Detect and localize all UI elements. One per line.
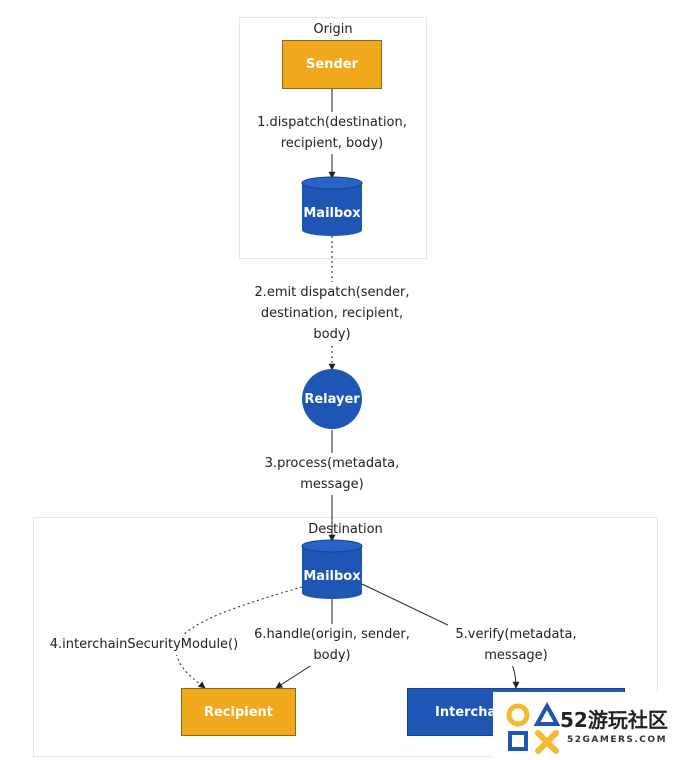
edge-label-line: 2.emit dispatch(sender, (254, 285, 410, 300)
ism-node-label: Interchain (435, 704, 510, 720)
watermark-logo-icon (506, 701, 561, 754)
watermark (493, 692, 683, 760)
edge-label-verify: 5.verify(metadata, message) (448, 624, 584, 666)
edge-ism-query (175, 586, 303, 689)
edge-label-line: 1.dispatch(destination, (257, 115, 407, 130)
edge-label-line: 3.process(metadata, (264, 456, 400, 471)
edge-label-line: message) (300, 477, 364, 492)
edge-label-line: destination, recipient, (260, 306, 404, 321)
watermark-url: 52GAMERS.COM (567, 735, 668, 745)
edge-label-line: message) (484, 648, 548, 663)
edge-label-process: 3.process(metadata, message) (260, 453, 404, 495)
edge-label-line: 5.verify(metadata, (455, 627, 577, 642)
edge-label-line: body) (313, 327, 351, 342)
origin-mailbox-cylinder (301, 176, 363, 236)
edge-label-handle: 6.handle(origin, sender, body) (251, 624, 413, 666)
edge-label-line: recipient, body) (280, 136, 384, 151)
edge-label-line: 4.interchainSecurityModule() (49, 637, 239, 652)
destination-mailbox-label: Mailbox (303, 568, 361, 584)
relayer-node: Relayer (302, 369, 362, 429)
destination-cluster-title: Destination (308, 522, 383, 537)
edge-label-line: 6.handle(origin, sender, (254, 627, 410, 642)
origin-cluster-title: Origin (313, 22, 353, 37)
sender-node: Sender (282, 40, 382, 89)
edge-label-emit: 2.emit dispatch(sender, destination, rec… (251, 282, 413, 345)
origin-mailbox-label: Mailbox (303, 205, 361, 221)
recipient-node: Recipient (181, 688, 296, 736)
watermark-brand: 52游玩社区 (560, 708, 668, 732)
edge-label-dispatch: 1.dispatch(destination, recipient, body) (253, 112, 411, 154)
destination-mailbox-cylinder (301, 539, 363, 599)
edge-label-ism-query: 4.interchainSecurityModule() (48, 634, 240, 655)
edge-label-line: body) (313, 648, 351, 663)
